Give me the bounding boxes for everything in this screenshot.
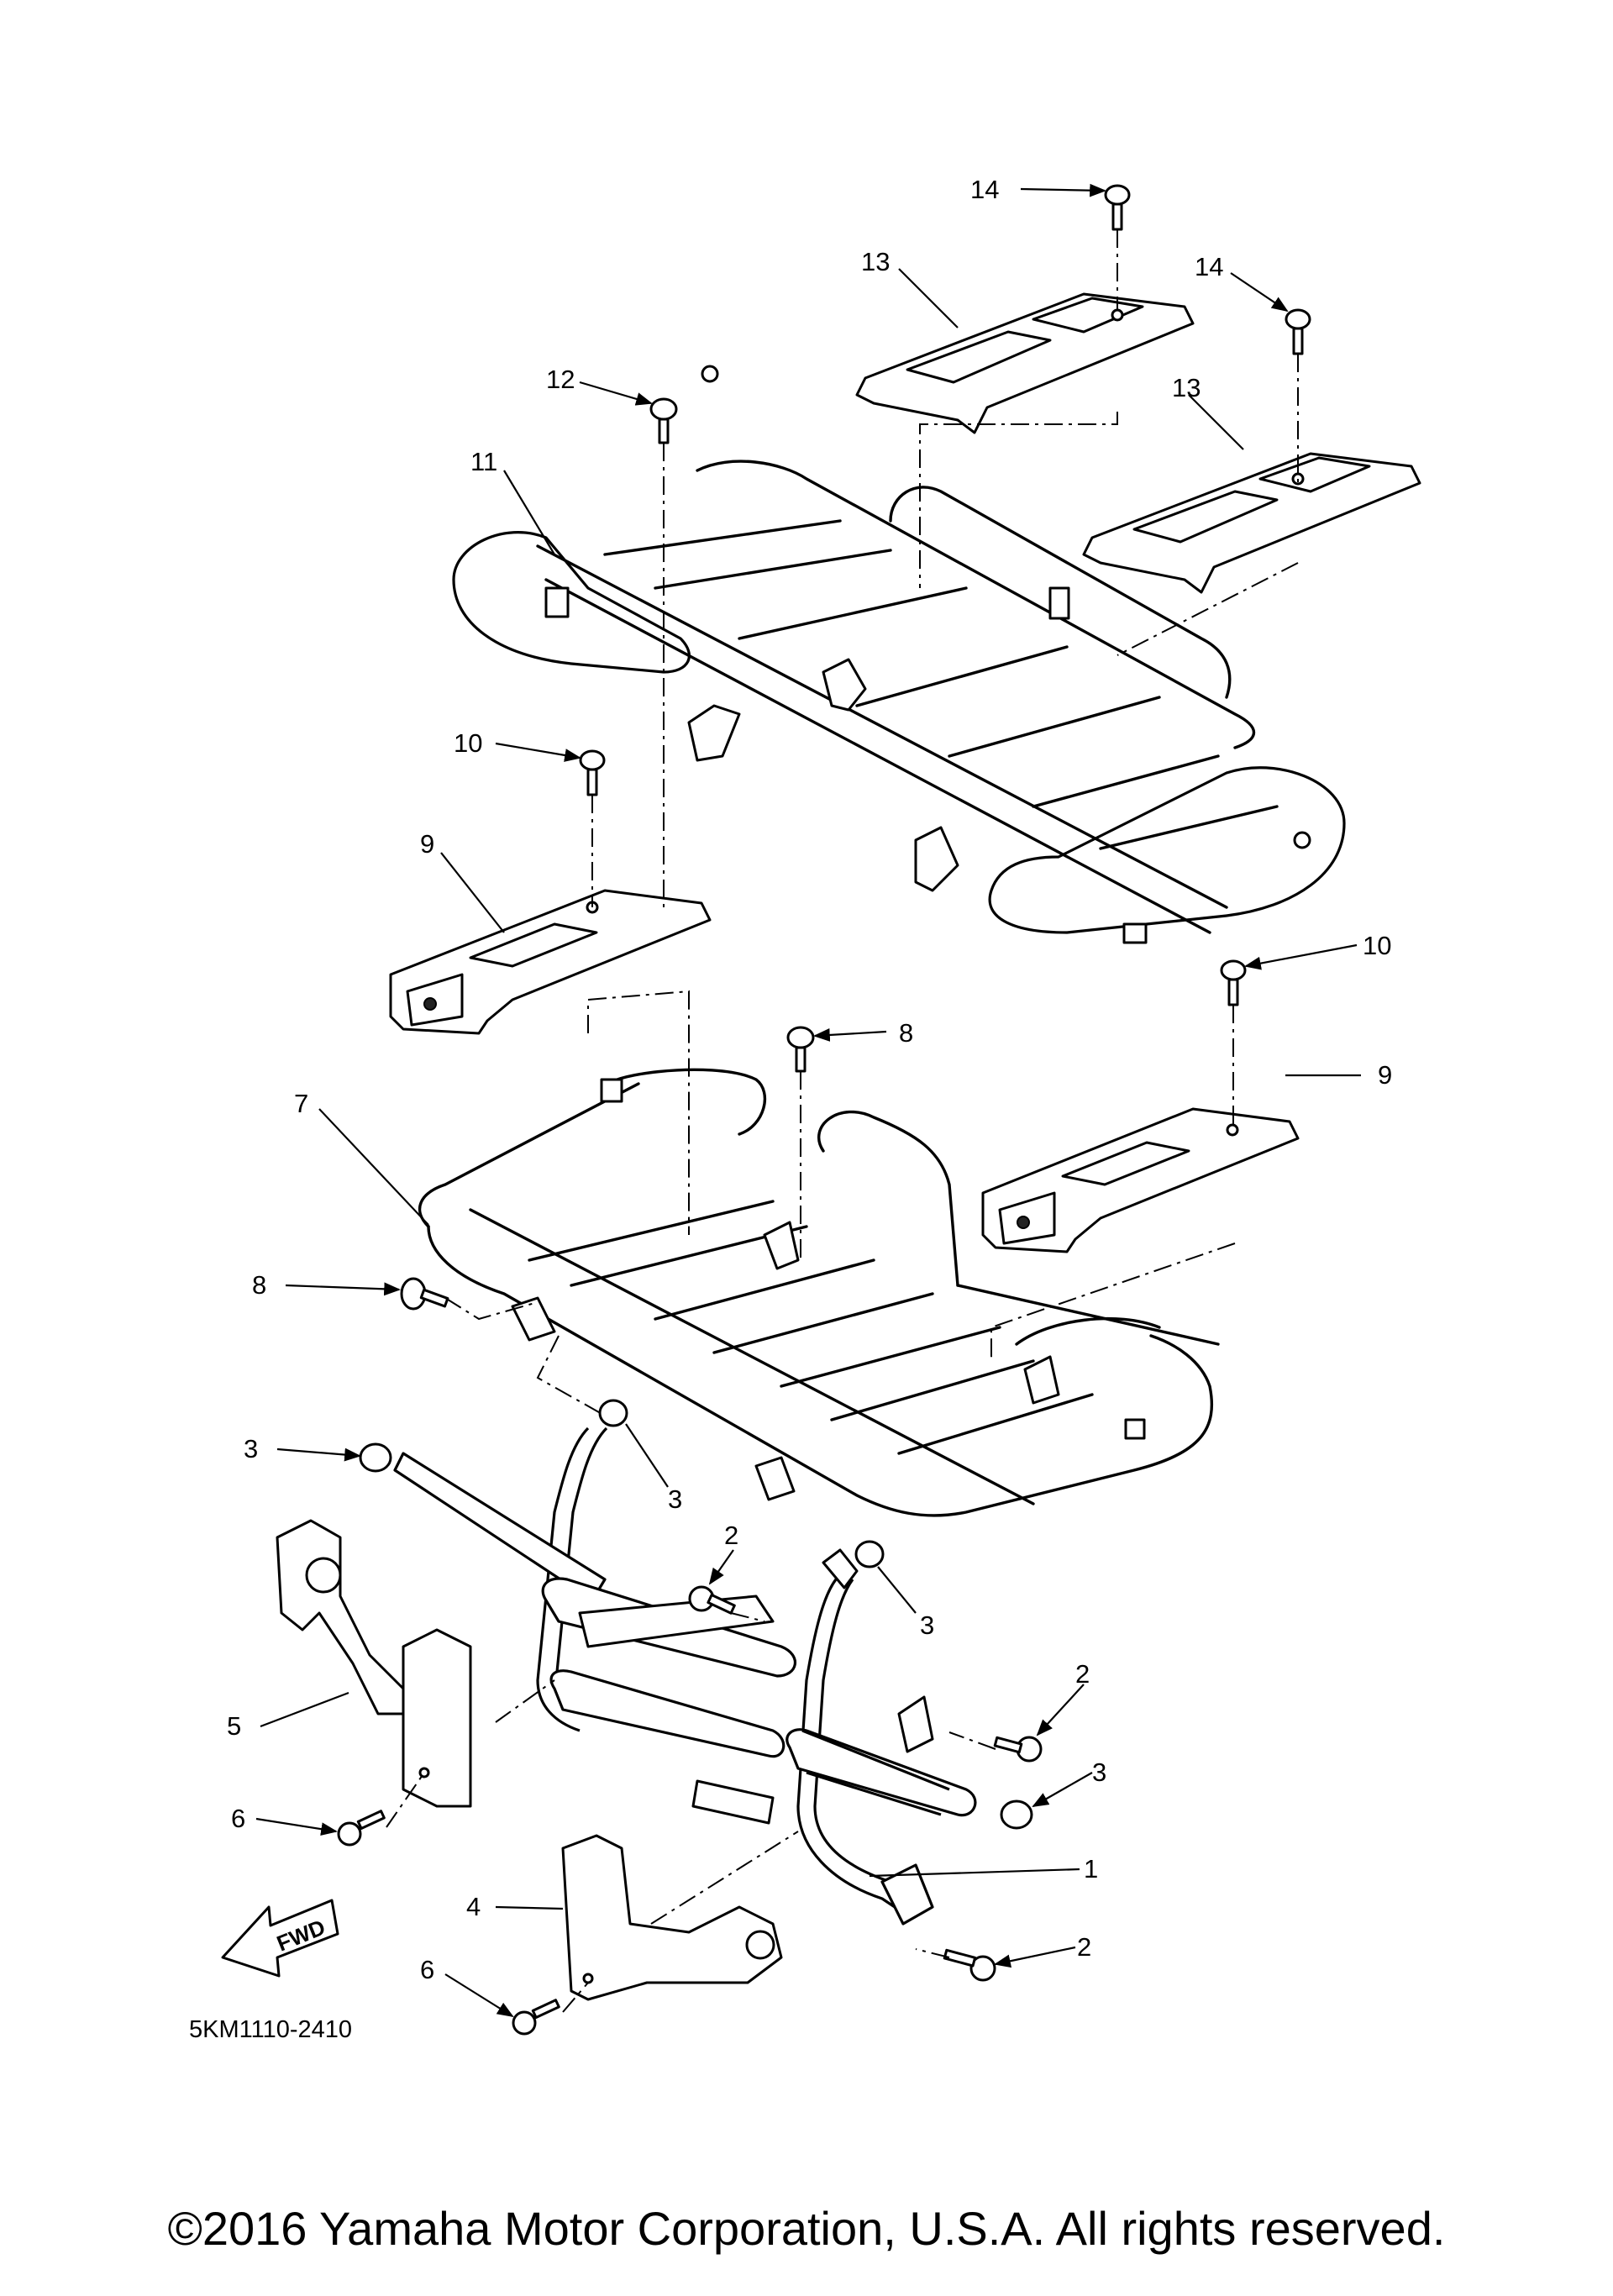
bolt-part-12 xyxy=(649,397,678,444)
callout-8-upper: 8 xyxy=(899,1018,913,1048)
bolt-part-8-left xyxy=(400,1277,449,1311)
callout-3-far-right: 3 xyxy=(1092,1757,1106,1787)
callout-1: 1 xyxy=(1084,1854,1098,1884)
callout-3-center: 3 xyxy=(668,1484,682,1514)
front-carrier-part-7 xyxy=(418,1068,1220,1517)
callout-3-far-left: 3 xyxy=(244,1434,258,1463)
bolt-parts-2 xyxy=(688,1585,1043,1982)
bracket-part-1 xyxy=(393,1426,977,1926)
callout-6-upper: 6 xyxy=(231,1804,245,1833)
rear-carrier-part-11 xyxy=(452,365,1346,944)
callout-labels: 14 13 14 12 13 11 10 9 10 8 9 7 8 3 3 2 … xyxy=(227,175,1392,1984)
fwd-arrow-icon: FWD xyxy=(221,1899,339,1978)
callout-14-top: 14 xyxy=(970,175,999,204)
callout-13-top: 13 xyxy=(861,247,890,276)
callout-7: 7 xyxy=(294,1089,308,1118)
screw-parts-6 xyxy=(337,1810,560,2036)
callout-9-right: 9 xyxy=(1378,1060,1392,1090)
callout-4: 4 xyxy=(466,1892,481,1921)
callout-11: 11 xyxy=(470,447,497,476)
callout-10-left: 10 xyxy=(454,728,482,758)
callout-14-right: 14 xyxy=(1195,252,1223,281)
leader-lines xyxy=(255,183,1361,2018)
screw-part-14-top xyxy=(1104,184,1131,231)
stay-part-5 xyxy=(276,1519,472,1808)
plate-part-13-top xyxy=(855,292,1195,434)
callout-2-lower: 2 xyxy=(1077,1932,1091,1962)
callout-9-left: 9 xyxy=(420,829,434,859)
screw-part-10-left xyxy=(579,749,606,796)
plate-part-13-right xyxy=(1082,452,1421,594)
plate-part-9-right xyxy=(981,1107,1300,1253)
bolt-part-8-upper xyxy=(786,1026,815,1073)
callout-2-right: 2 xyxy=(1075,1659,1090,1689)
callout-6-lower: 6 xyxy=(420,1955,434,1984)
callout-2-center: 2 xyxy=(724,1521,738,1550)
callout-10-right: 10 xyxy=(1363,931,1391,960)
copyright-notice: ©2016 Yamaha Motor Corporation, U.S.A. A… xyxy=(167,2202,1446,2255)
callout-8-left: 8 xyxy=(252,1270,266,1300)
callout-13-right: 13 xyxy=(1172,373,1201,402)
callout-12: 12 xyxy=(546,365,575,394)
plate-part-9-left xyxy=(389,889,712,1035)
assembly-lines xyxy=(386,229,1299,2013)
screw-part-14-right xyxy=(1285,308,1311,355)
callout-5: 5 xyxy=(227,1711,241,1741)
screw-part-10-right xyxy=(1220,959,1247,1006)
diagram-code: 5KM1110-2410 xyxy=(189,2016,352,2043)
callout-3-right: 3 xyxy=(920,1610,934,1640)
stay-part-4 xyxy=(561,1834,783,2001)
